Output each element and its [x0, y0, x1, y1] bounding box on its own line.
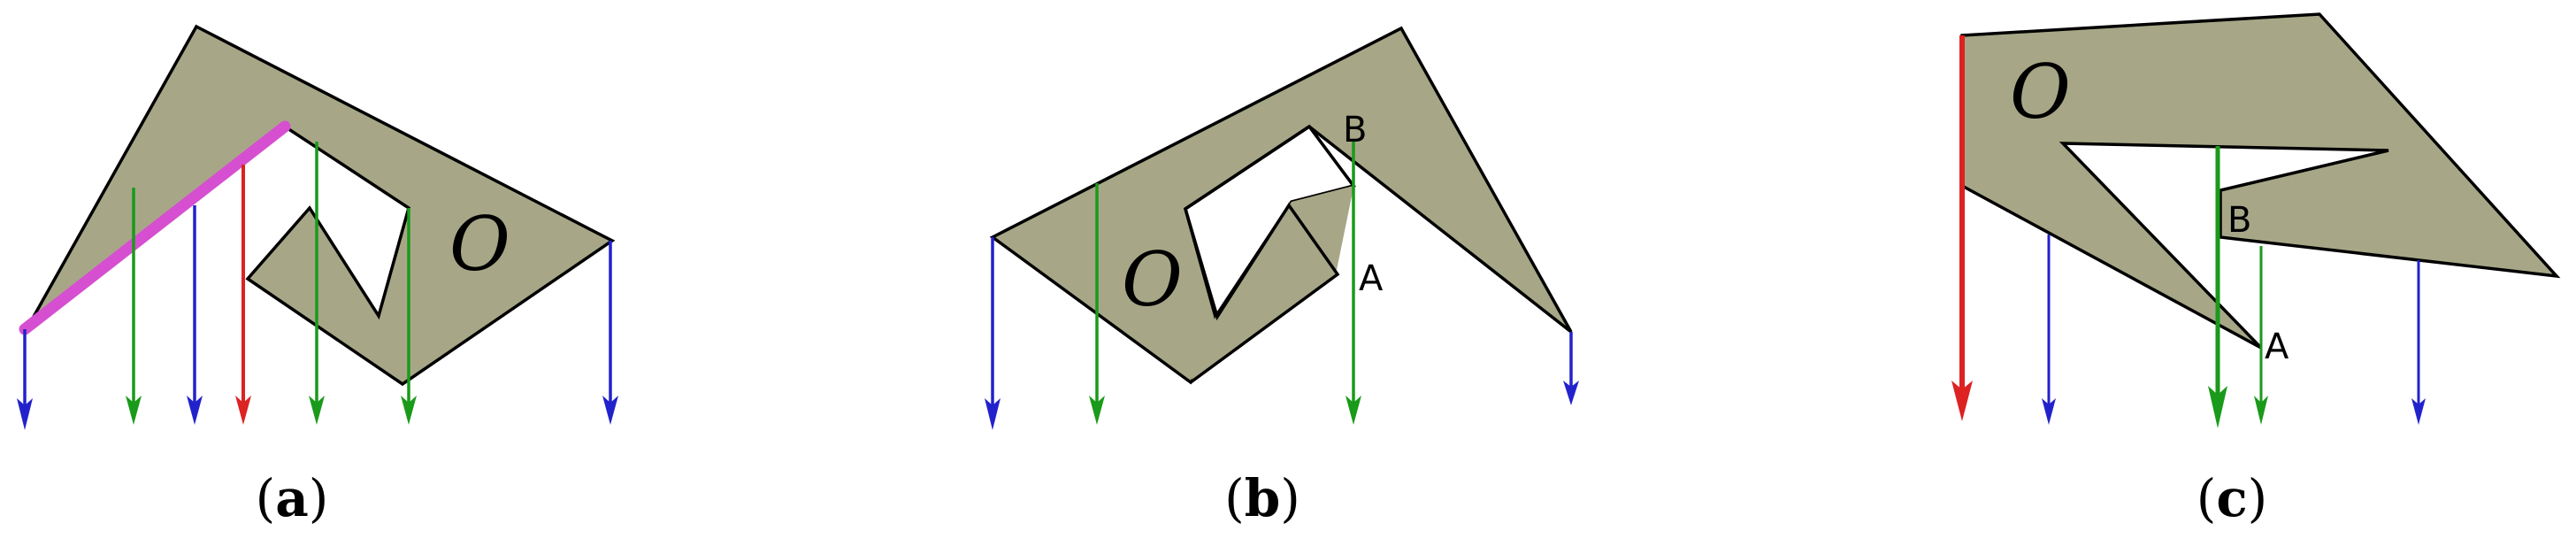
panel-c-ray-green-2: [2254, 246, 2268, 425]
panel-c-rays: [1951, 35, 2426, 428]
panel-b-notch-fill: [1191, 186, 1353, 382]
panel-b-ray-green-2: [1346, 142, 1361, 425]
panel-b-point-label-b: B: [1343, 110, 1367, 150]
panel-a-object-label: O: [449, 201, 510, 288]
panel-c-point-label-a: A: [2265, 327, 2289, 367]
panel-a-ray-blue-1: [17, 329, 33, 430]
panel-b-point-label-a: A: [1359, 258, 1384, 299]
panel-c-polygon: [1960, 12, 2561, 350]
panel-a-caption: (a): [256, 468, 329, 528]
panel-c-ray-green-1: [2208, 146, 2227, 428]
panel-a-ray-green-2: [309, 142, 325, 425]
panel-b-caption: (b): [1224, 468, 1300, 528]
panel-b-rays: [985, 142, 1579, 430]
panel-c-ray-red: [1951, 35, 1973, 421]
panel-a-ray-green-1: [126, 188, 142, 425]
panel-c-ray-blue-2: [2411, 260, 2426, 425]
panel-b-object-label: O: [1122, 236, 1183, 323]
panel-c-point-label-b: B: [2227, 200, 2251, 241]
panel-a-ray-blue-3: [602, 241, 618, 425]
panel-b-ray-blue-1: [985, 237, 1000, 430]
panel-b-ray-blue-2: [1563, 332, 1579, 405]
panel-c-object-label: O: [2010, 49, 2071, 135]
panel-c-caption: (c): [2196, 468, 2268, 528]
panel-b-notch-outline: [1183, 125, 1340, 384]
panel-a-ray-blue-2: [187, 205, 203, 425]
panel-a-ray-green-3: [401, 208, 417, 425]
panel-b: O B A (b): [985, 26, 1579, 528]
panel-a-polygon: [25, 24, 616, 387]
panel-b-ray-green-1: [1089, 183, 1105, 425]
panel-a-rays: [17, 142, 618, 430]
panel-c-ray-blue-1: [2042, 235, 2056, 425]
panel-a: O (a): [17, 24, 618, 528]
panel-a-magenta-segment: [19, 120, 291, 335]
panel-a-ray-red: [235, 165, 251, 425]
panel-c: O B A (c): [1951, 12, 2561, 528]
